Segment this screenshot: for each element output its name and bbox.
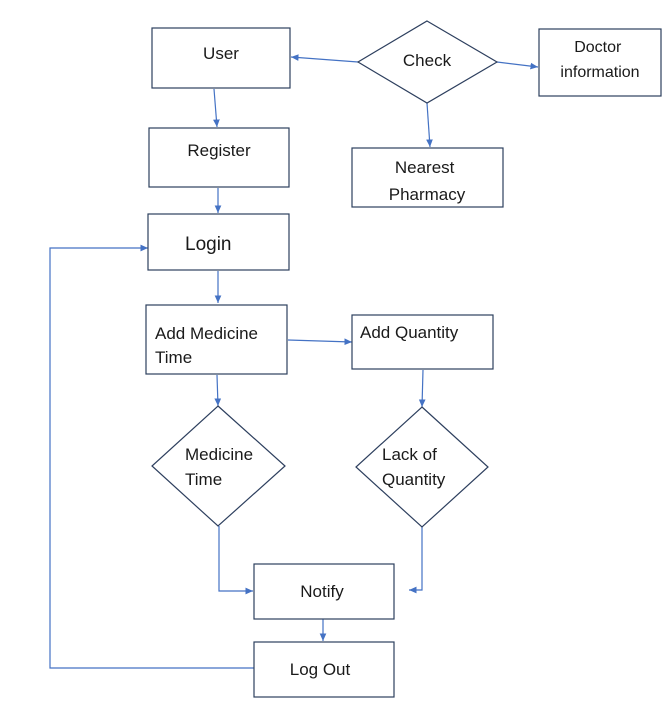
node-add-medicine-time-label: Add Medicine Time: [155, 324, 263, 367]
node-user-label: User: [203, 44, 239, 63]
node-notify-shape: [253, 563, 395, 620]
node-log-out-shape: [253, 641, 395, 698]
node-medicine-time-shape: [151, 405, 286, 527]
edge-check-to-doctor-information: [496, 61, 539, 70]
node-doctor-information-shape: [538, 28, 662, 97]
node-check-shape: [356, 20, 499, 104]
edge-add-medicine-time-to-add-quantity: [287, 338, 353, 346]
nodes-layer: User Check Doctor information Nearest Ph…: [145, 20, 662, 698]
node-login-shape: [147, 213, 290, 271]
node-medicine-time-label: Medicine Time: [185, 445, 258, 489]
node-login-label: Login: [185, 234, 232, 255]
node-nearest-pharmacy-label: Nearest Pharmacy: [389, 158, 466, 204]
edge-check-to-user: [290, 54, 359, 63]
edge-lack-of-quantity-to-notify: [409, 527, 423, 594]
node-add-quantity-label: Add Quantity: [360, 323, 459, 342]
node-add-medicine-time-shape: [145, 304, 288, 375]
node-log-out-label: Log Out: [290, 660, 351, 679]
node-lack-of-quantity-shape: [355, 406, 489, 528]
node-check-label: Check: [403, 51, 452, 70]
node-notify-label: Notify: [300, 582, 344, 601]
edge-user-to-register: [213, 88, 220, 128]
node-add-quantity-shape: [351, 314, 494, 370]
node-register-label: Register: [187, 141, 251, 160]
edge-check-to-nearest-pharmacy: [426, 102, 433, 148]
node-doctor-information-label: Doctor information: [560, 39, 639, 81]
edge-log-out-to-login: [49, 244, 254, 669]
edge-add-medicine-time-to-medicine-time: [214, 374, 222, 407]
node-user-shape: [151, 27, 291, 89]
edge-medicine-time-to-notify: [218, 526, 253, 595]
node-nearest-pharmacy-shape: [351, 147, 504, 208]
edges-layer: [49, 54, 539, 669]
node-lack-of-quantity-label: Lack of Quantity: [382, 445, 446, 489]
node-register-shape: [148, 127, 290, 188]
edge-add-quantity-to-lack-of-quantity: [418, 369, 426, 408]
